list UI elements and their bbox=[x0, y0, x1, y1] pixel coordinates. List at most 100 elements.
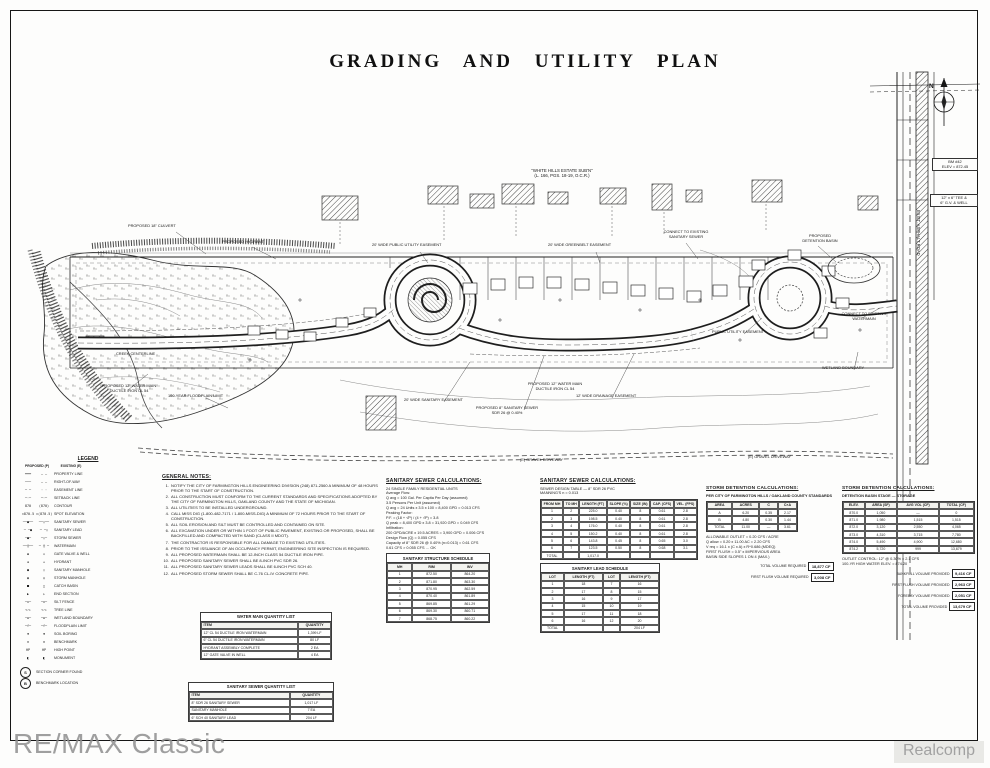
table-row: 6 7 123.5 0.50 8 0.68 3.1 bbox=[541, 544, 697, 552]
general-notes: GENERAL NOTES: 1. NOTIFY THE CITY OF FAR… bbox=[162, 474, 380, 577]
table-row: 1 872.50 864.20 bbox=[387, 570, 489, 579]
general-notes-heading: GENERAL NOTES: bbox=[162, 474, 212, 480]
legend-proposed-symbol: ◉ bbox=[26, 575, 30, 580]
table-row: 873.0 4,310 3,715 7,780 bbox=[843, 531, 974, 539]
calc-line: V req = 16.1 x (C x A) x R^0.686 (MDEQ) bbox=[706, 544, 776, 549]
column-header: C×A bbox=[777, 501, 797, 509]
legend-existing-symbol: ▷ bbox=[42, 591, 46, 596]
table-header-row: ITEM QUANTITY bbox=[189, 691, 333, 700]
easement-lines bbox=[79, 313, 701, 357]
result-value-box: 18,877 CF bbox=[808, 562, 834, 571]
results: BANKFULL VOLUME PROVIDED 9,416 CF FIRST … bbox=[842, 569, 975, 611]
proposed-houses-group bbox=[247, 249, 850, 342]
north-label: N bbox=[929, 83, 934, 90]
legend-proposed-symbol: ◆ bbox=[26, 551, 30, 556]
legend-item: ◉ ◎ STORM MANHOLE bbox=[20, 574, 156, 582]
legend-item-label: GATE VALVE & WELL bbox=[54, 551, 90, 556]
table-header-row: LOT LENGTH (FT) LOT LENGTH (FT) bbox=[541, 573, 659, 581]
plan-callout: (E) GRAVEL DRIVEWAY bbox=[748, 454, 792, 459]
table-header-row: ELEV. AREA (SF) AVG VOL (CF) TOTAL (CF) bbox=[843, 501, 974, 509]
note-number: 12. bbox=[163, 570, 169, 576]
block-heading: STORM DETENTION CALCULATIONS: bbox=[842, 486, 935, 491]
proposed-road bbox=[77, 253, 898, 352]
legend-proposed-symbol: ◧ bbox=[26, 655, 30, 660]
legend-proposed-symbol: ─·─ bbox=[24, 495, 32, 500]
plan-callout: CONNECT TO EXISTING SANITARY SEWER bbox=[663, 229, 709, 239]
general-note: 12. ALL PROPOSED STORM SEWER SHALL BE C-… bbox=[162, 571, 380, 576]
general-note: 4. CALL MISS DIG (1-800-482-7171 / 1-800… bbox=[162, 511, 380, 521]
general-note: 7. THE CONTRACTOR IS RESPONSIBLE FOR ALL… bbox=[162, 540, 380, 545]
legend-heading: LEGEND bbox=[77, 456, 99, 462]
legend-footer-item: S SECTION CORNER FOUND bbox=[20, 666, 156, 678]
column-header: LENGTH (FT) bbox=[579, 500, 607, 508]
calc-line: Design Flow (Q) = 0.055 CFS bbox=[386, 535, 436, 540]
legend-item: ─ ─ · · EASEMENT LINE bbox=[20, 486, 156, 494]
column-header: C bbox=[759, 501, 778, 509]
table-title: SANITARY LEAD SCHEDULE bbox=[540, 563, 660, 573]
result-row: FOREBAY VOLUME PROVIDED 2,051 CF bbox=[842, 591, 975, 600]
legend-proposed-symbol: ■ bbox=[26, 583, 30, 588]
table-row: 6 869.30 860.71 bbox=[387, 607, 489, 615]
general-note: 10. ALL PROPOSED SANITARY SEWER SHALL BE… bbox=[162, 558, 380, 563]
column-header: VEL. (FPS) bbox=[673, 500, 697, 508]
table-row: 5 6 143.8 0.45 8 0.65 3.0 bbox=[541, 537, 697, 545]
sewer-design-table: FROM MH TO MH LENGTH (FT) SLOPE (%) SIZE… bbox=[540, 499, 698, 561]
legend-existing-symbol: ⊕ bbox=[42, 631, 46, 636]
legend-existing-symbol: ─○─ bbox=[40, 535, 48, 540]
table-header-row: MH RIM INV bbox=[387, 563, 489, 571]
legend-column-headers: PROPOSED (P) EXISTING (E) bbox=[20, 464, 156, 468]
storm-calculations-1: STORM DETENTION CALCULATIONS: PER CITY O… bbox=[706, 486, 834, 582]
table-row: 872.0 3,120 2,550 4,065 bbox=[843, 523, 974, 531]
column-header: AREA bbox=[707, 501, 733, 509]
lot-lines bbox=[389, 257, 769, 300]
table-row: 12" CL 54 DUCTILE IRON WATERMAIN 1,399 L… bbox=[201, 629, 331, 637]
legend-existing-symbol: ─ ┼ ─ bbox=[38, 543, 50, 548]
table-row: 4 5 150.2 0.40 8 0.61 2.8 bbox=[541, 529, 697, 538]
general-note: 2. ALL CONSTRUCTION MUST CONFORM TO THE … bbox=[162, 494, 380, 504]
table-row: 874.0 5,490 4,900 12,680 bbox=[843, 538, 974, 546]
legend-item-label: WATERMAIN bbox=[54, 543, 76, 548]
column-header: ELEV. bbox=[843, 501, 865, 509]
subdivision-label: "WHITE HILLS ESTATE SUB'N" (L. 166, PGS.… bbox=[531, 168, 593, 179]
result-value-box: 13,679 CF bbox=[949, 602, 975, 611]
table-header-row: FROM MH TO MH LENGTH (FT) SLOPE (%) SIZE… bbox=[541, 500, 697, 508]
note-text: ALL EXCAVATION UNDER OR WITHIN 1 FOOT OF… bbox=[171, 528, 375, 539]
legend-proposed-symbol: ──┼── bbox=[22, 543, 34, 548]
calc-line: FIRST FLUSH = 0.5" x IMPERVIOUS AREA bbox=[706, 549, 781, 554]
legend-proposed-symbol: HP bbox=[25, 647, 31, 652]
result-value-box: 2,051 CF bbox=[951, 591, 975, 600]
column-header: QUANTITY bbox=[298, 621, 331, 630]
legend-item-label: PROPERTY LINE bbox=[54, 471, 83, 476]
legend-proposed-symbol: ──●── bbox=[22, 519, 34, 524]
general-note: 9. ALL PROPOSED WATERMAIN SHALL BE 12-IN… bbox=[162, 552, 380, 557]
note-number: 3. bbox=[165, 504, 169, 510]
column-header: MH bbox=[387, 563, 413, 571]
storm-calculations-2: STORM DETENTION CALCULATIONS: DETENTION … bbox=[842, 486, 975, 611]
note-text: ALL UTILITIES TO BE INSTALLED UNDERGROUN… bbox=[171, 504, 268, 510]
legend-item: ■ □ CATCH BASIN bbox=[20, 582, 156, 590]
plan-callout: CREEK CENTERLINE bbox=[116, 351, 156, 356]
table-row: 2 17 8 15 bbox=[541, 587, 659, 596]
legend-proposed-symbol: ─w─ bbox=[24, 615, 32, 620]
legend-items: ━━━ — — PROPERTY LINE ─── – – RIGHT-OF-W… bbox=[20, 470, 156, 662]
legend-proposed-symbol: ─ ─ bbox=[24, 487, 32, 492]
table-row: TOTAL 1,017.0 bbox=[541, 551, 697, 560]
column-header: CAP. (CFS) bbox=[650, 500, 674, 508]
block-heading: SANITARY SEWER CALCULATIONS: bbox=[386, 478, 482, 484]
legend-existing-symbol: ◧ bbox=[42, 655, 46, 660]
result-label: BANKFULL VOLUME PROVIDED bbox=[896, 571, 950, 576]
note-number: 7. bbox=[165, 539, 169, 545]
legend-item: ─── – – RIGHT-OF-WAY bbox=[20, 478, 156, 486]
legend-item: ─x─ ─x─ SILT FENCE bbox=[20, 598, 156, 606]
legend-item: ─ ─● ─ ─○ SANITARY LEAD bbox=[20, 526, 156, 534]
site-boundary bbox=[69, 252, 894, 369]
spot-elevation-marks bbox=[248, 298, 862, 362]
structure-schedule-table: MH RIM INV 1 872.50 864.20 2 bbox=[386, 562, 490, 624]
note-number: 2. bbox=[165, 493, 169, 499]
result-row: FIRST FLUSH VOLUME REQUIRED 3,008 CF bbox=[706, 572, 834, 582]
table-row: 3 870.95 862.59 bbox=[387, 585, 489, 593]
table-row: TOTAL 204 LF bbox=[541, 624, 659, 633]
legend-existing-symbol: ──○── bbox=[38, 519, 50, 524]
